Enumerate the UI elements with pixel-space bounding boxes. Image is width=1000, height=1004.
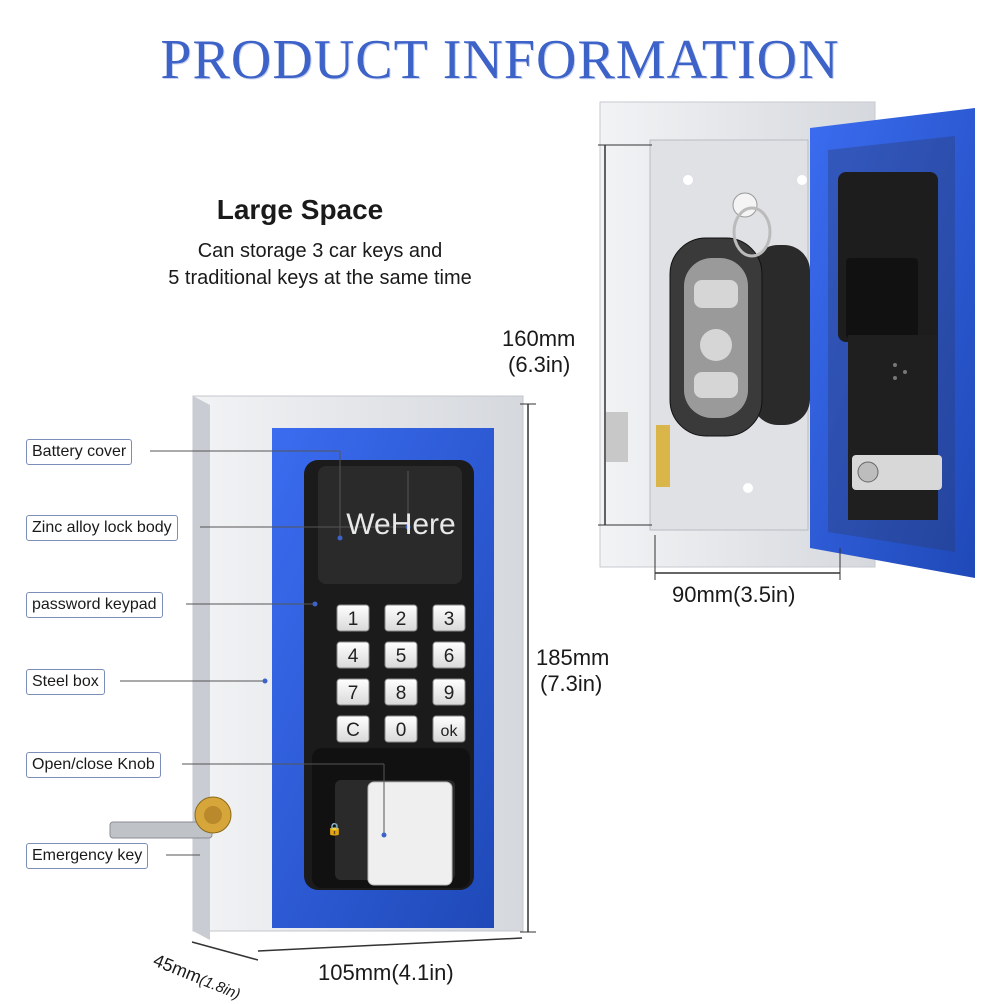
keypad-button-9[interactable]: 9 bbox=[432, 678, 466, 706]
label-keypad: password keypad bbox=[26, 592, 163, 618]
dim-height-in: (7.3in) bbox=[540, 671, 603, 696]
keypad-button-3[interactable]: 3 bbox=[432, 604, 466, 632]
open-door bbox=[810, 108, 975, 578]
keypad-button-0[interactable]: 0 bbox=[384, 715, 418, 743]
dim-height: 185mm (7.3in) bbox=[536, 645, 609, 697]
closed-box: 🔒 bbox=[109, 395, 536, 961]
dim-inner-height-in: (6.3in) bbox=[508, 352, 571, 377]
keypad-key-label: ok bbox=[441, 723, 459, 740]
keypad-button-2[interactable]: 2 bbox=[384, 604, 418, 632]
label-knob: Open/close Knob bbox=[26, 752, 161, 778]
dim-width: 105mm(4.1in) bbox=[318, 960, 454, 985]
keypad-button-4[interactable]: 4 bbox=[336, 641, 370, 669]
dim-inner-height: 160mm (6.3in) bbox=[502, 326, 575, 378]
keypad-button-1[interactable]: 1 bbox=[336, 604, 370, 632]
open-box bbox=[598, 101, 975, 580]
keypad-key-label: 6 bbox=[444, 646, 455, 667]
brand-logo: WeHere bbox=[346, 508, 455, 541]
car-keys bbox=[669, 206, 810, 437]
keypad-button-c[interactable]: C bbox=[336, 715, 370, 743]
feature-line-1: Can storage 3 car keys and bbox=[197, 240, 443, 262]
keypad-button-ok[interactable]: ok bbox=[432, 715, 466, 743]
svg-text:🔒: 🔒 bbox=[327, 822, 342, 836]
label-lock-body: Zinc alloy lock body bbox=[26, 515, 178, 541]
keypad-key-label: 5 bbox=[396, 646, 407, 667]
keypad-key-label: 7 bbox=[348, 683, 359, 704]
feature-line-2: 5 traditional keys at the same time bbox=[168, 267, 472, 289]
label-battery-cover: Battery cover bbox=[26, 439, 133, 465]
keypad-key-label: 8 bbox=[396, 683, 407, 704]
dim-height-mm: 185mm bbox=[536, 645, 610, 670]
label-emergency-key: Emergency key bbox=[26, 843, 149, 869]
keypad-button-7[interactable]: 7 bbox=[336, 678, 370, 706]
dim-inner-height-mm: 160mm bbox=[502, 326, 576, 351]
feature-description: Can storage 3 car keys and 5 traditional… bbox=[120, 238, 520, 292]
keypad: 1 2 3 4 5 6 7 8 9C 0 ok bbox=[336, 604, 466, 743]
keypad-button-6[interactable]: 6 bbox=[432, 641, 466, 669]
keypad-key-label: 1 bbox=[348, 609, 359, 630]
keypad-key-label: 9 bbox=[444, 683, 455, 704]
keypad-key-label: 2 bbox=[396, 609, 407, 630]
dim-inner-width: 90mm(3.5in) bbox=[672, 582, 796, 607]
label-steel-box: Steel box bbox=[26, 669, 105, 695]
keypad-key-label: 0 bbox=[396, 720, 407, 741]
keypad-button-5[interactable]: 5 bbox=[384, 641, 418, 669]
keypad-key-label: 3 bbox=[444, 609, 455, 630]
keypad-button-8[interactable]: 8 bbox=[384, 678, 418, 706]
keypad-key-label: C bbox=[346, 720, 360, 741]
feature-heading: Large Space bbox=[216, 194, 384, 225]
page-title: PRODUCT INFORMATION bbox=[160, 29, 840, 91]
keypad-key-label: 4 bbox=[348, 646, 359, 667]
